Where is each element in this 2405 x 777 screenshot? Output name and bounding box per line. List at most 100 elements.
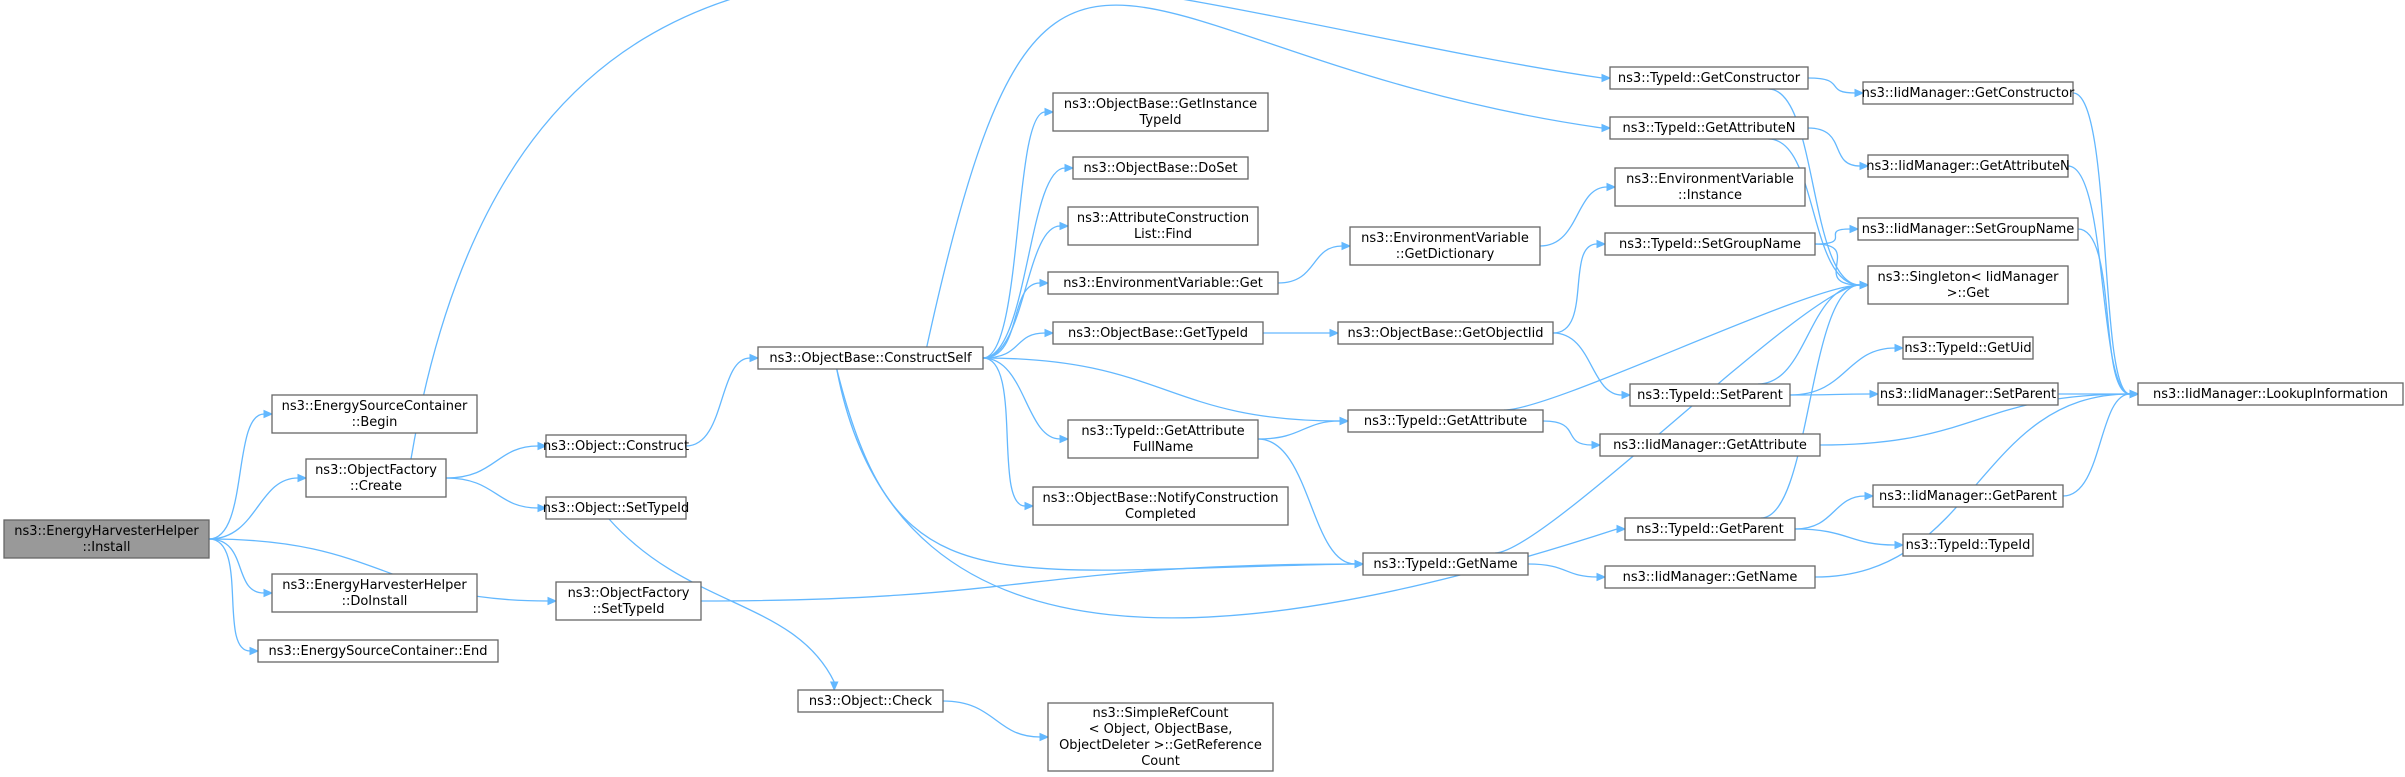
call-edge-tid_getattributen-to-singleton_get: [1768, 138, 1870, 290]
node-label-line: ns3::EnergyHarvesterHelper: [14, 524, 199, 539]
node-box: [1072, 156, 1249, 180]
node-install[interactable]: ns3::EnergyHarvesterHelper::Install: [3, 519, 210, 559]
node-tid-getattributen[interactable]: ns3::TypeId::GetAttributeN: [1609, 116, 1809, 140]
arrowhead-icon: [1621, 390, 1632, 400]
arrowhead-icon: [1864, 491, 1875, 501]
arrowhead-icon: [1854, 88, 1865, 98]
node-ob-gettypeid[interactable]: ns3::ObjectBase::GetTypeId: [1052, 321, 1264, 345]
node-box: [1604, 565, 1816, 589]
node-box: [1902, 336, 2034, 360]
call-edge-ob_constructself-to-ob_doset: [982, 163, 1075, 359]
call-edge-obj_check-to-src_getrefcount: [942, 700, 1050, 742]
call-edge-of_create-to-obj_construct: [445, 441, 548, 479]
node-iid-getparent[interactable]: ns3::IidManager::GetParent: [1872, 484, 2064, 508]
call-edge-ob_getobjectiid-to-tid_setparent: [1552, 332, 1632, 400]
arrowhead-icon: [537, 503, 548, 513]
node-label-line: ns3::TypeId::GetAttribute: [1081, 424, 1244, 439]
node-of-create[interactable]: ns3::ObjectFactory::Create: [305, 458, 447, 498]
node-label-line: ns3::TypeId::SetParent: [1637, 388, 1783, 403]
call-edge-ob_constructself-to-ob_getinstancetypeid: [982, 107, 1055, 359]
node-ev-getdict[interactable]: ns3::EnvironmentVariable::GetDictionary: [1349, 226, 1541, 266]
call-edge-install-to-ehh_doinstall: [208, 538, 274, 598]
node-box: [555, 581, 702, 621]
arrowhead-icon: [2129, 389, 2140, 399]
node-tid-setparent[interactable]: ns3::TypeId::SetParent: [1629, 383, 1791, 407]
node-ob-doset[interactable]: ns3::ObjectBase::DoSet: [1072, 156, 1249, 180]
arrowhead-icon: [1039, 278, 1050, 288]
node-iid-getattribute[interactable]: ns3::IidManager::GetAttribute: [1599, 433, 1821, 457]
arrowhead-icon: [1859, 280, 1870, 290]
node-iid-getconstructor[interactable]: ns3::IidManager::GetConstructor: [1862, 81, 2075, 105]
arrowhead-icon: [1596, 572, 1607, 582]
call-edge-ob_constructself-to-ob_gettypeid: [982, 328, 1055, 359]
node-label-line: ns3::EnergySourceContainer: [282, 399, 468, 414]
call-edge-tid_setgroupname-to-iid_setgroupname: [1814, 224, 1860, 245]
node-esc-end[interactable]: ns3::EnergySourceContainer::End: [257, 639, 499, 663]
node-tid-getparent[interactable]: ns3::TypeId::GetParent: [1624, 517, 1796, 541]
node-box: [1624, 517, 1796, 541]
call-edge-obj_construct-to-ob_constructself: [685, 353, 760, 447]
node-esc-begin[interactable]: ns3::EnergySourceContainer::Begin: [271, 394, 478, 434]
node-ob-notify[interactable]: ns3::ObjectBase::NotifyConstructionCompl…: [1032, 486, 1289, 526]
node-obj-construct[interactable]: ns3::Object::Construct: [543, 434, 689, 458]
node-iid-lookupinfo[interactable]: ns3::IidManager::LookupInformation: [2137, 382, 2404, 406]
node-tid-getuid[interactable]: ns3::TypeId::GetUid: [1902, 336, 2034, 360]
node-box: [1349, 226, 1541, 266]
node-tid-getname[interactable]: ns3::TypeId::GetName: [1362, 552, 1529, 576]
node-tid-typeid[interactable]: ns3::TypeId::TypeId: [1902, 533, 2034, 557]
node-tid-setgroupname[interactable]: ns3::TypeId::SetGroupName: [1604, 232, 1816, 256]
node-label-line: ObjectDeleter >::GetReference: [1059, 738, 1262, 753]
node-label-line: ns3::EnvironmentVariable: [1361, 231, 1529, 246]
node-box: [757, 346, 984, 370]
arrowhead-icon: [547, 596, 558, 606]
arrowhead-icon: [1596, 239, 1607, 249]
arrowhead-icon: [749, 353, 760, 363]
node-label-line: ns3::Singleton< IidManager: [1877, 270, 2059, 285]
call-edge-tid_getparent-to-iid_getparent: [1794, 491, 1875, 530]
node-label-line: ns3::TypeId::GetAttribute: [1364, 414, 1527, 429]
node-box: [1599, 433, 1821, 457]
node-obj-check[interactable]: ns3::Object::Check: [797, 689, 944, 713]
node-of-settypeid[interactable]: ns3::ObjectFactory::SetTypeId: [555, 581, 702, 621]
node-ob-getobjectiid[interactable]: ns3::ObjectBase::GetObjectIid: [1337, 321, 1554, 345]
node-singleton-get[interactable]: ns3::Singleton< IidManager>::Get: [1867, 265, 2069, 305]
call-edge-tid_getattributen-to-iid_getattributen: [1807, 127, 1870, 171]
arrowhead-icon: [1849, 224, 1860, 234]
node-label-line: Completed: [1125, 507, 1196, 522]
call-edge-tid_getattrfullname-to-tid_getname: [1257, 438, 1365, 569]
node-ev-instance[interactable]: ns3::EnvironmentVariable::Instance: [1614, 167, 1806, 207]
node-box: [1609, 116, 1809, 140]
node-label-line: ::SetTypeId: [592, 602, 664, 617]
arrowhead-icon: [1601, 123, 1612, 133]
arrowhead-icon: [829, 681, 839, 692]
node-label-line: ns3::ObjectFactory: [568, 586, 690, 601]
node-label-line: ns3::ObjectBase::ConstructSelf: [769, 351, 972, 366]
node-box: [1337, 321, 1554, 345]
arrowhead-icon: [1894, 343, 1905, 353]
node-iid-setparent[interactable]: ns3::IidManager::SetParent: [1877, 382, 2059, 406]
node-label-line: ns3::TypeId::SetGroupName: [1619, 237, 1801, 252]
arrowhead-icon: [537, 441, 548, 451]
node-tid-getattribute[interactable]: ns3::TypeId::GetAttribute: [1347, 409, 1544, 433]
node-ob-constructself[interactable]: ns3::ObjectBase::ConstructSelf: [757, 346, 984, 370]
arrowhead-icon: [1339, 416, 1350, 426]
node-src-getrefcount[interactable]: ns3::SimpleRefCount< Object, ObjectBase,…: [1047, 702, 1274, 772]
node-ehh-doinstall[interactable]: ns3::EnergyHarvesterHelper::DoInstall: [271, 573, 478, 613]
node-obj-settypeid[interactable]: ns3::Object::SetTypeId: [543, 496, 689, 520]
node-label-line: ns3::TypeId::GetConstructor: [1618, 71, 1801, 86]
node-box: [271, 394, 478, 434]
node-iid-getname[interactable]: ns3::IidManager::GetName: [1604, 565, 1816, 589]
node-iid-getattributen[interactable]: ns3::IidManager::GetAttributeN: [1866, 154, 2070, 178]
arrowhead-icon: [1869, 389, 1880, 399]
call-edge-of_create-to-tid_getconstructor: [410, 0, 1612, 460]
node-label-line: ::Install: [83, 540, 131, 555]
node-tid-getconstructor[interactable]: ns3::TypeId::GetConstructor: [1609, 66, 1809, 90]
arrowhead-icon: [1024, 501, 1035, 511]
node-label-line: ns3::EnvironmentVariable::Get: [1063, 276, 1263, 291]
node-ev-get[interactable]: ns3::EnvironmentVariable::Get: [1047, 271, 1279, 295]
node-iid-setgroupname[interactable]: ns3::IidManager::SetGroupName: [1857, 217, 2079, 241]
call-edge-ob_constructself-to-tid_getparent: [836, 368, 1627, 619]
